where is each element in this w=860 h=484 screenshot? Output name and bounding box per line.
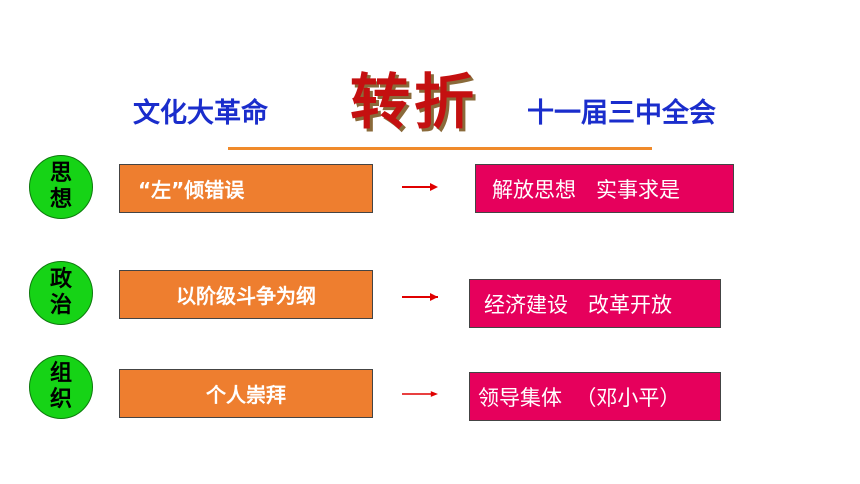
before-box: 个人崇拜 (119, 369, 373, 418)
after-label: 解放思想 实事求是 (492, 177, 681, 202)
header-title: 转折 (350, 68, 478, 138)
before-box: 以阶级斗争为纲 (119, 270, 373, 319)
category-badge-politics: 政治 (29, 261, 93, 325)
header-right: 十一届三中全会 (527, 98, 716, 129)
before-label: 以阶级斗争为纲 (176, 284, 316, 308)
after-label: 领导集体 （邓小平） (478, 385, 681, 410)
category-label: 组织 (49, 361, 72, 412)
right-arrow-icon (402, 183, 438, 191)
right-arrow-icon (402, 391, 438, 397)
right-arrow-icon (402, 293, 438, 301)
category-label: 思想 (49, 161, 72, 212)
before-label: “左”倾错误 (138, 178, 245, 202)
before-label: 个人崇拜 (206, 383, 286, 407)
after-box: 领导集体 （邓小平） (469, 372, 721, 421)
after-box: 解放思想 实事求是 (475, 164, 734, 213)
after-label: 经济建设 改革开放 (484, 292, 673, 317)
header-divider (228, 147, 652, 150)
category-badge-organization: 组织 (29, 355, 93, 419)
category-badge-thought: 思想 (29, 155, 93, 219)
header-left: 文化大革命 (133, 98, 268, 129)
category-label: 政治 (49, 267, 72, 318)
after-box: 经济建设 改革开放 (469, 279, 721, 328)
before-box: “左”倾错误 (119, 164, 373, 213)
